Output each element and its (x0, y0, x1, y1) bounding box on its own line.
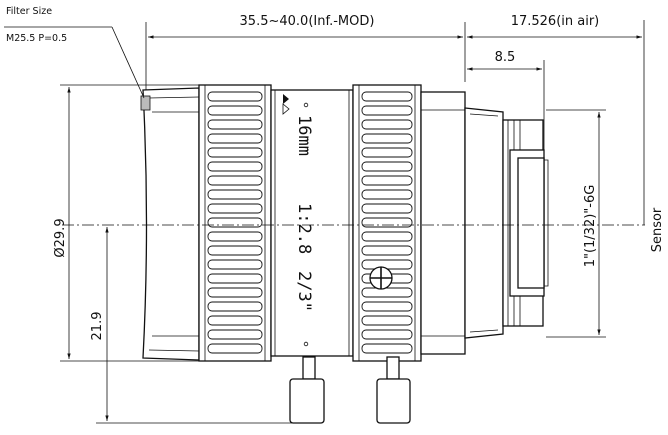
knurl-groove (207, 91, 263, 102)
rear-knurled-ring (352, 84, 422, 362)
knurl-groove (207, 217, 263, 228)
rear-body (420, 91, 466, 355)
knurl-groove (207, 287, 263, 298)
height-dimension-line (96, 227, 300, 424)
length-dimension-line (145, 22, 466, 90)
height-dimension-label: 21.9 (90, 312, 105, 341)
front-knurled-ring (198, 84, 272, 362)
knurl-groove (207, 259, 263, 270)
knurl-groove (361, 329, 413, 340)
backfocus-dimension-label: 17.526(in air) (511, 14, 600, 29)
knurl-groove (361, 91, 413, 102)
knurl-groove (207, 105, 263, 116)
aperture-engraving: 1:2.8 (294, 203, 314, 254)
knurl-groove (361, 105, 413, 116)
knurl-groove (207, 301, 263, 312)
knurl-groove (361, 301, 413, 312)
mount-thread-label: 1"(1/32)"-6G (583, 185, 598, 268)
flange-dimension-label: 8.5 (495, 50, 516, 65)
knurl-groove (361, 189, 413, 200)
thumb-screw-right-icon (376, 356, 411, 424)
knurl-groove (361, 175, 413, 186)
knurl-groove (361, 343, 413, 354)
index-markers (282, 94, 309, 347)
knurl-groove (361, 259, 413, 270)
knurl-groove (207, 329, 263, 340)
knurl-groove (361, 217, 413, 228)
knurl-groove (207, 119, 263, 130)
sensor-label: Sensor (650, 207, 665, 252)
knurl-groove (361, 133, 413, 144)
mount-flange (464, 107, 504, 339)
diameter-dimension-label: Ø29.9 (53, 218, 68, 257)
knurl-groove (207, 161, 263, 172)
backfocus-dimension-line (467, 20, 645, 225)
knurl-groove (361, 203, 413, 214)
knurl-groove (361, 119, 413, 130)
knurl-groove (361, 161, 413, 172)
knurl-groove (207, 245, 263, 256)
knurl-groove (207, 147, 263, 158)
knurl-groove (207, 231, 263, 242)
knurl-groove (361, 231, 413, 242)
filter-size-leader (4, 26, 145, 99)
length-dimension-label: 35.5~40.0(Inf.-MOD) (240, 14, 375, 29)
filter-size-label-line2: M25.5 P=0.5 (6, 33, 67, 44)
knurl-groove (207, 273, 263, 284)
lens-body (140, 84, 549, 424)
knurl-groove (361, 315, 413, 326)
diameter-dimension-line (60, 84, 199, 362)
focal-length-engraving: 16mm (294, 115, 314, 156)
knurl-groove (207, 343, 263, 354)
flange-dimension-line (467, 60, 545, 155)
knurl-groove (361, 287, 413, 298)
knurl-groove (207, 189, 263, 200)
knurl-groove (207, 315, 263, 326)
knurl-groove (207, 203, 263, 214)
focus-ring (270, 89, 354, 357)
rear-lens-element (517, 157, 545, 289)
knurl-groove (207, 133, 263, 144)
mount-thread-dimension-line (546, 109, 606, 338)
format-engraving: 2/3" (294, 271, 314, 312)
filter-size-label-line1: Filter Size (6, 6, 52, 17)
lock-screw-icon (369, 266, 393, 290)
thumb-screw-left-icon (289, 356, 325, 424)
filter-thread-marker (140, 95, 151, 111)
knurl-groove (361, 245, 413, 256)
knurl-groove (361, 147, 413, 158)
knurl-groove (207, 175, 263, 186)
